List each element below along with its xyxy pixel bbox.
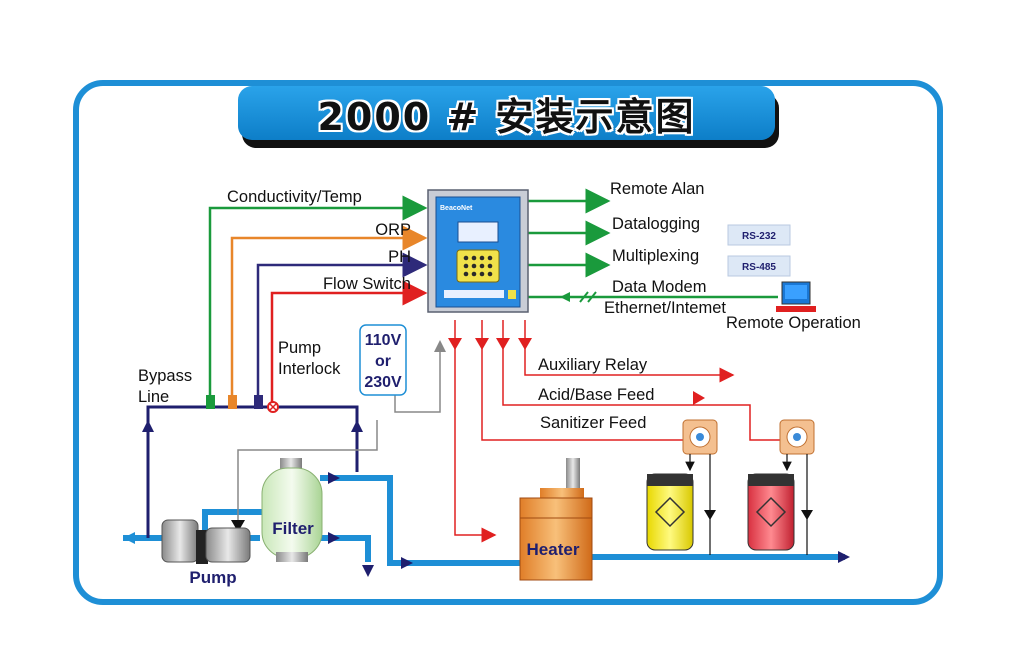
flow-switch-label: Flow Switch xyxy=(323,275,411,293)
rs485-label: RS-485 xyxy=(742,262,776,273)
pump-interlock-label-1: Pump xyxy=(278,339,321,357)
filter-label: Filter xyxy=(272,519,314,538)
power-line xyxy=(394,343,441,413)
ethernet-label: Ethernet/Intemet xyxy=(604,299,726,317)
acid-base-feed-pump-icon xyxy=(779,419,815,455)
sanitizer-line xyxy=(481,320,700,441)
rs232-badge xyxy=(727,224,791,246)
rs232-label: RS-232 xyxy=(742,231,776,242)
datalogging-label: Datalogging xyxy=(612,215,700,233)
orp-line xyxy=(230,225,428,400)
flow-switch-line xyxy=(270,280,428,402)
flow-out-arrow xyxy=(838,551,850,563)
heater-relay-line xyxy=(454,320,497,543)
rs485-badge xyxy=(727,255,791,277)
controller-unit: BeacoNet xyxy=(427,189,529,313)
computer-icon xyxy=(776,281,816,312)
sanitizer-feed-label: Sanitizer Feed xyxy=(540,414,646,432)
voltage-label-3: 230V xyxy=(364,374,402,391)
acid-base-feed-label: Acid/Base Feed xyxy=(538,386,654,404)
pump-interlock-line xyxy=(237,420,378,522)
water-pipes xyxy=(123,475,845,566)
ph-label: PH xyxy=(388,248,411,266)
filter-icon xyxy=(261,458,323,562)
acid-base-line xyxy=(502,320,780,441)
pump-interlock-label-2: Interlock xyxy=(278,360,341,378)
remote-operation-label: Remote Operation xyxy=(726,314,861,332)
sensor-probes xyxy=(206,395,279,413)
auxiliary-relay-label: Auxiliary Relay xyxy=(538,356,648,374)
controller-brand: BeacoNet xyxy=(440,205,473,212)
diagram-frame xyxy=(73,80,943,605)
remote-alarm-label: Remote Alan xyxy=(610,180,704,198)
bypass-line xyxy=(146,405,359,538)
pump-label: Pump xyxy=(189,568,236,587)
data-modem-label: Data Modem xyxy=(612,278,706,296)
relay-arrows xyxy=(448,338,705,405)
conductivity-line xyxy=(208,195,428,400)
ph-line xyxy=(256,252,428,400)
heater-label: Heater xyxy=(527,540,580,559)
bypass-label-2: Line xyxy=(138,388,169,406)
sanitizer-feed-pump-icon xyxy=(682,419,718,455)
pump-icon xyxy=(161,519,251,564)
page-title: 2000 # 安装示意图 xyxy=(317,94,696,139)
acid-base-tank-icon xyxy=(747,473,795,551)
heater-icon xyxy=(519,458,593,581)
sanitizer-tank-icon xyxy=(646,473,694,551)
bypass-label-1: Bypass xyxy=(138,367,192,385)
conductivity-label: Conductivity/Temp xyxy=(227,188,362,206)
title-bar: 2000 # 安装示意图 xyxy=(238,86,775,140)
multiplexing-label: Multiplexing xyxy=(612,247,699,265)
voltage-label-1: 110V xyxy=(365,332,402,349)
voltage-label-2: or xyxy=(375,353,391,370)
voltage-box xyxy=(359,324,407,396)
feed-lines xyxy=(685,454,808,555)
orp-label: ORP xyxy=(375,221,411,239)
